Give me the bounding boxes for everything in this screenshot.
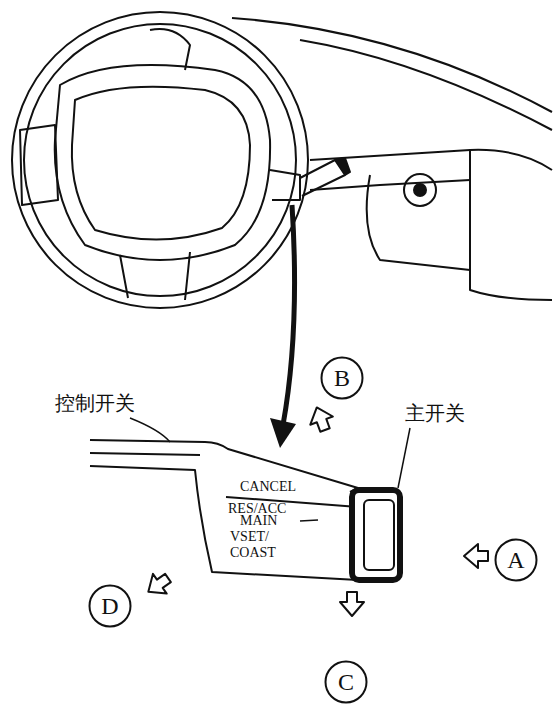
switch-position-label: MAIN xyxy=(240,513,277,529)
callout-circle: D xyxy=(88,584,132,628)
part-label: 控制开关 xyxy=(55,390,135,417)
callout-letter: B xyxy=(320,365,364,392)
callout-letter: D xyxy=(88,593,132,620)
switch-position-label: VSET/ COAST xyxy=(230,529,292,561)
callout-circle: B xyxy=(320,356,364,400)
callout-circle: A xyxy=(494,538,538,582)
switch-position-label: CANCEL xyxy=(240,479,296,495)
callout-letter: A xyxy=(494,547,538,574)
callout-circle: C xyxy=(324,660,368,704)
callout-letter: C xyxy=(324,669,368,696)
part-label: 主开关 xyxy=(405,400,465,427)
